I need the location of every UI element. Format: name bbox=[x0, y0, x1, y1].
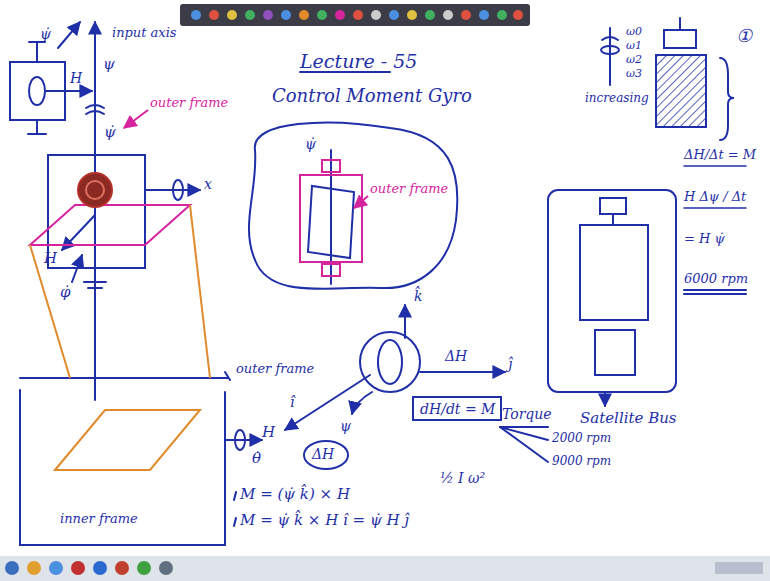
note-label: ΔH/Δt = M bbox=[684, 148, 756, 163]
note-label: ω0 bbox=[626, 26, 642, 39]
note-label: Satellite Bus bbox=[580, 410, 677, 427]
note-label: H Δψ / Δt bbox=[684, 190, 746, 205]
lecture-title: Lecture - 55 bbox=[300, 50, 417, 72]
note-label: M = ψ̇ k̂ × H î = ψ̇ H ĵ bbox=[240, 512, 409, 529]
note-label: M = (ψ̇ k̂) × H bbox=[240, 486, 350, 503]
note-label: î bbox=[290, 394, 294, 410]
note-label: outer frame bbox=[236, 362, 314, 377]
boxed-equation: dH/dt = M bbox=[412, 396, 502, 421]
note-label: Torque bbox=[502, 406, 552, 422]
note-label: ΔH bbox=[445, 348, 467, 364]
note-label: ψ̇ bbox=[104, 124, 116, 141]
note-label: ω3 bbox=[626, 68, 642, 81]
note-label: H bbox=[44, 250, 57, 267]
note-label: ½ I ω² bbox=[440, 470, 485, 486]
subtitle: Control Moment Gyro bbox=[272, 86, 472, 107]
note-label: ΔH bbox=[312, 446, 334, 462]
note-label: ω1 bbox=[626, 40, 642, 53]
equation-text: dH/dt = M bbox=[420, 401, 494, 417]
note-label: k̂ bbox=[414, 288, 422, 304]
note-label: increasing bbox=[585, 92, 649, 106]
note-label: ω2 bbox=[626, 54, 642, 67]
frames bbox=[30, 110, 368, 470]
note-label: inner frame bbox=[60, 512, 138, 527]
ink bbox=[10, 18, 746, 545]
note-label: 6000 rpm bbox=[684, 272, 748, 287]
note-label: outer frame bbox=[150, 96, 228, 111]
note-label: ψ̇ bbox=[305, 136, 316, 152]
note-label: ① bbox=[736, 26, 752, 47]
toolbar bbox=[180, 4, 530, 26]
note-label: ψ bbox=[340, 418, 351, 434]
note-label: x bbox=[204, 176, 212, 192]
note-label: ψ̇ bbox=[40, 26, 51, 42]
note-label: input axis bbox=[112, 26, 177, 41]
note-label: H bbox=[262, 424, 275, 441]
note-label: H bbox=[70, 70, 82, 86]
note-label: = H ψ̇ bbox=[684, 232, 725, 247]
note-label: ψ bbox=[103, 56, 115, 73]
note-label: 9000 rpm bbox=[552, 455, 611, 469]
note-label: θ̇ bbox=[252, 450, 261, 467]
note-label: ĵ bbox=[508, 356, 512, 372]
taskbar bbox=[0, 556, 770, 581]
note-label: 2000 rpm bbox=[552, 432, 611, 446]
note-label: outer frame bbox=[370, 182, 448, 197]
note-label: φ̇ bbox=[60, 284, 71, 301]
